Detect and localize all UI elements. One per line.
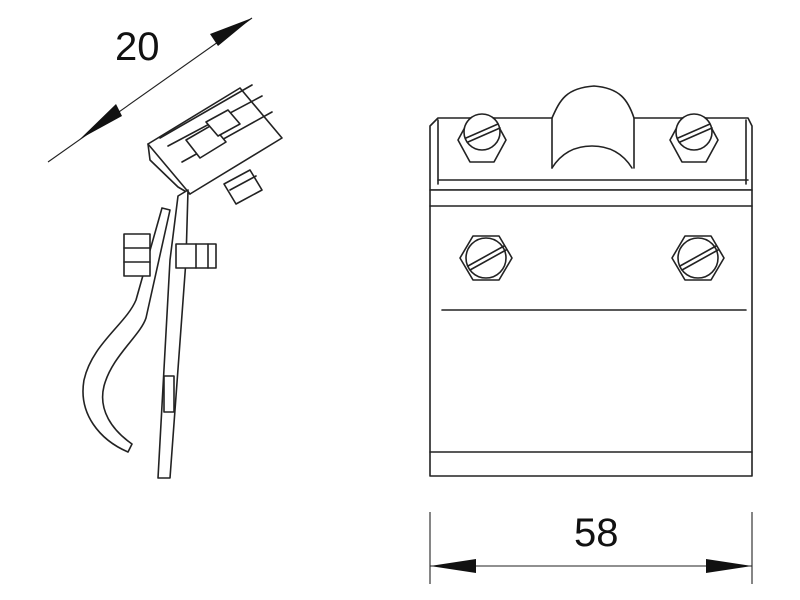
saddle-hump-inner: [551, 145, 633, 169]
body-bolt-right-slot-2: [681, 249, 719, 271]
clamp-block: [147, 84, 283, 195]
length-arrow-left: [430, 559, 476, 573]
side-view-clamp: 20: [47, 17, 283, 479]
top-bolt-right-head: [675, 113, 713, 151]
top-bolt-right: [669, 113, 719, 163]
clamp-body: [429, 189, 753, 477]
length-arrow-right: [706, 559, 752, 573]
clamp-block-nut-top: [205, 109, 241, 137]
top-bolt-right-slot-1: [677, 123, 711, 139]
body-bolt-left: [459, 235, 513, 281]
body-bolt-right: [671, 235, 725, 281]
body-bolt-left-slot-1: [467, 245, 505, 267]
clamp-block-face: [147, 143, 191, 195]
width-arrow-left: [80, 104, 122, 139]
length-dimension: 58: [429, 511, 753, 584]
top-bolt-left-head: [463, 113, 501, 151]
width-dimension: 20: [47, 17, 253, 163]
top-bolt-left-slot-1: [465, 123, 499, 139]
body-bolt-left-slot-2: [469, 249, 507, 271]
clamp-block-edge: [159, 84, 253, 139]
block-bolt-shank: [223, 169, 263, 205]
body-bolt-left-head: [465, 237, 507, 279]
top-bolt-right-slot-2: [679, 127, 713, 143]
front-view-clamp: 58: [429, 85, 753, 584]
top-bolt-left-slot-2: [467, 127, 501, 143]
width-dimension-label: 20: [115, 25, 160, 69]
width-arrow-right: [210, 18, 252, 46]
cross-bolt: [123, 233, 217, 277]
block-bolt: [223, 169, 263, 205]
lower-tab: [163, 375, 175, 413]
block-bolt-thread: [229, 175, 257, 191]
body-bolt-right-head: [677, 237, 719, 279]
body-bolt-right-slot-1: [679, 245, 717, 267]
length-dimension-label: 58: [574, 511, 619, 555]
top-bolt-left: [457, 113, 507, 163]
cross-bolt-head: [123, 233, 151, 277]
